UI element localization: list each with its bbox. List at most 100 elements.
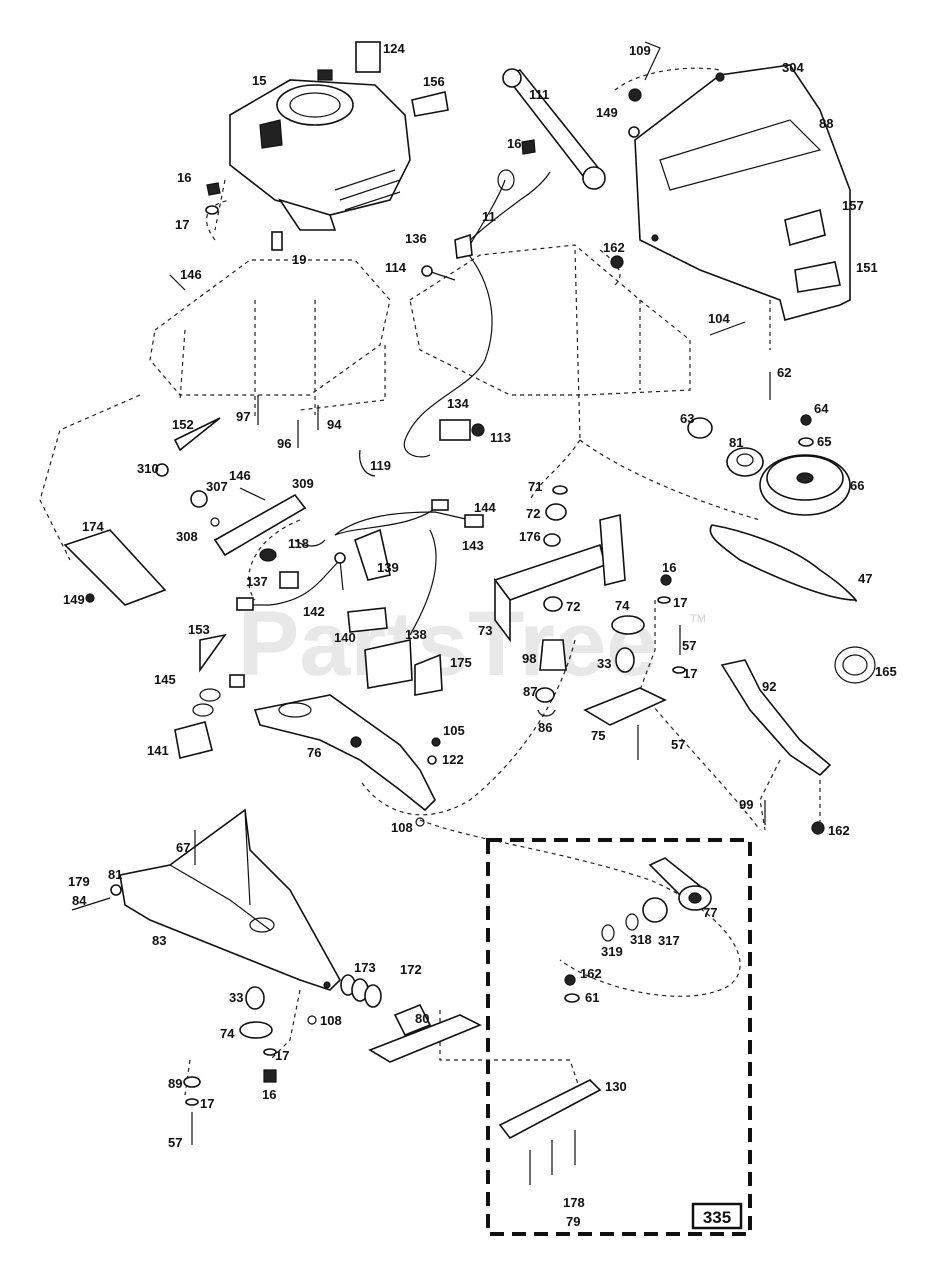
- callout-84: 84: [72, 893, 87, 908]
- callout-142: 142: [303, 604, 325, 619]
- callout-134: 134: [447, 396, 469, 411]
- washer-145: [199, 688, 221, 702]
- bolt-104: [709, 321, 746, 336]
- nut-16b: [521, 139, 536, 155]
- clip-118: [294, 539, 326, 547]
- callout-79: 79: [566, 1214, 580, 1229]
- callout-111: 111: [529, 87, 549, 102]
- washer-17e: [185, 1098, 199, 1106]
- clip-119: [359, 449, 376, 477]
- lever-76: [253, 694, 436, 812]
- bracket-73: [493, 513, 626, 643]
- bracket-139: [354, 528, 391, 581]
- washer-17: [205, 205, 219, 215]
- clip-71: [552, 485, 568, 495]
- washer-307: [190, 490, 208, 508]
- bushing-72b: [543, 596, 563, 612]
- watermark-trademark: TM: [690, 613, 706, 625]
- callout-74: 74: [615, 598, 630, 613]
- pin-109: [644, 41, 661, 81]
- callout-72: 72: [566, 599, 580, 614]
- callout-33: 33: [229, 990, 243, 1005]
- callout-16: 16: [662, 560, 676, 575]
- switch-134: [439, 419, 471, 441]
- callout-96: 96: [277, 436, 291, 451]
- callout-87: 87: [523, 684, 537, 699]
- callout-139: 139: [377, 560, 399, 575]
- bolt-84: [71, 897, 111, 911]
- callout-304: 304: [782, 60, 804, 75]
- pulley-66: [759, 454, 851, 516]
- shaft-80: [393, 1003, 432, 1037]
- callout-307: 307: [206, 479, 228, 494]
- wiring-harness: [236, 499, 484, 636]
- callout-119: 119: [370, 458, 391, 473]
- callout-89: 89: [168, 1076, 182, 1091]
- callout-153: 153: [188, 622, 210, 637]
- callout-98: 98: [522, 651, 536, 666]
- bolt-105: [431, 737, 441, 747]
- callout-318: 318: [630, 932, 652, 947]
- clip-86: [537, 709, 556, 717]
- nut-16: [206, 182, 221, 196]
- grommet-137: [259, 548, 277, 562]
- callout-122: 122: [442, 752, 464, 767]
- callout-17: 17: [175, 217, 189, 232]
- callout-99: 99: [739, 797, 753, 812]
- bolts-178: [529, 1130, 576, 1185]
- callout-317: 317: [658, 933, 680, 948]
- callout-172: 172: [400, 962, 422, 977]
- callout-67: 67: [176, 840, 190, 855]
- bushing-33b: [245, 986, 265, 1010]
- washer-89: [183, 1076, 201, 1088]
- callout-73: 73: [478, 623, 492, 638]
- callout-144: 144: [474, 500, 496, 515]
- nut-108b: [307, 1015, 317, 1025]
- callout-175: 175: [450, 655, 472, 670]
- callout-81: 81: [729, 435, 743, 450]
- callout-165: 165: [875, 664, 897, 679]
- callout-319: 319: [601, 944, 623, 959]
- callout-308: 308: [176, 529, 198, 544]
- callout-176: 176: [519, 529, 541, 544]
- callout-143: 143: [462, 538, 484, 553]
- nut-108: [415, 817, 425, 827]
- connector-137: [279, 571, 299, 589]
- rod-111: [502, 68, 606, 190]
- callout-15: 15: [252, 73, 266, 88]
- callout-33: 33: [597, 656, 611, 671]
- callout-11: 11: [482, 209, 496, 224]
- watermark: PartsTree: [238, 593, 657, 695]
- washer-176: [543, 533, 561, 547]
- callout-61: 61: [585, 990, 599, 1005]
- callout-138: 138: [405, 627, 427, 642]
- callout-149: 149: [63, 592, 85, 607]
- callout-140: 140: [334, 630, 356, 645]
- callout-57: 57: [671, 737, 685, 752]
- callout-174: 174: [82, 519, 104, 534]
- decal-152: [173, 417, 221, 452]
- belt-47: [709, 524, 857, 602]
- engine: [229, 69, 411, 231]
- callout-146: 146: [180, 267, 202, 282]
- callout-80: 80: [415, 1011, 429, 1026]
- key-19: [271, 231, 283, 251]
- callout-86: 86: [538, 720, 552, 735]
- nut-16c: [660, 574, 672, 586]
- callout-77: 77: [703, 905, 717, 920]
- nut-113: [471, 423, 485, 437]
- frame-83: [119, 808, 341, 991]
- callout-19: 19: [292, 252, 306, 267]
- nut-162: [610, 255, 624, 269]
- callout-47: 47: [858, 571, 872, 586]
- callout-113: 113: [490, 430, 511, 445]
- callout-labels: 124 15 156 109 304 149 111 88 16 16 17 1…: [63, 41, 897, 1229]
- callout-310: 310: [137, 461, 159, 476]
- decal-124: [355, 41, 381, 73]
- callout-151: 151: [856, 260, 878, 275]
- bolt-142: [339, 559, 344, 591]
- callout-149: 149: [596, 105, 618, 120]
- callout-108: 108: [391, 820, 413, 835]
- callout-173: 173: [354, 960, 376, 975]
- callout-83: 83: [152, 933, 166, 948]
